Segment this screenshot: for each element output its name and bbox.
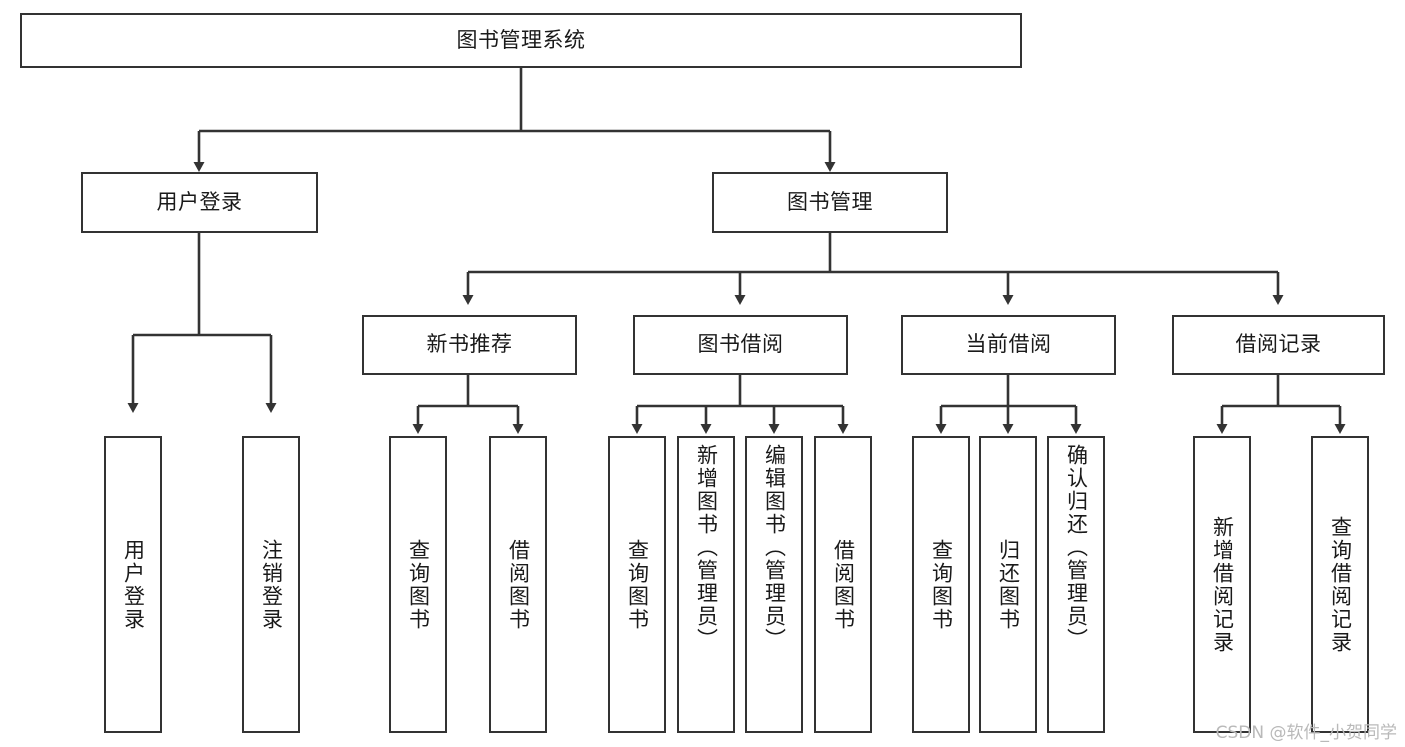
leaf-confirm-return[interactable]: 确认归还（管理员） (1047, 436, 1105, 733)
node-current-borrow[interactable]: 当前借阅 (901, 315, 1116, 375)
leaf-edit-book[interactable]: 编辑图书（管理员） (745, 436, 803, 733)
leaf-return-book-label: 归还图书 (996, 538, 1021, 631)
leaf-borrow-book-2[interactable]: 借阅图书 (814, 436, 872, 733)
node-borrow-record-label: 借阅记录 (1235, 332, 1322, 357)
node-book-borrow[interactable]: 图书借阅 (633, 315, 848, 375)
node-user-login-label: 用户登录 (156, 189, 243, 214)
node-current-borrow-label: 当前借阅 (965, 332, 1052, 357)
leaf-query-book-2-label: 查询图书 (625, 538, 650, 631)
csdn-watermark: CSDN @软件_小贺同学 (1215, 723, 1397, 743)
node-new-book-recommend-label: 新书推荐 (426, 332, 513, 357)
leaf-query-record-label: 查询借阅记录 (1328, 515, 1353, 654)
leaf-edit-book-label: 编辑图书（管理员） (762, 444, 787, 651)
leaf-query-book-3-label: 查询图书 (929, 538, 954, 631)
leaf-borrow-book-2-label: 借阅图书 (831, 538, 856, 631)
leaf-add-record-label: 新增借阅记录 (1210, 515, 1235, 654)
node-book-management[interactable]: 图书管理 (712, 172, 948, 233)
node-borrow-record[interactable]: 借阅记录 (1172, 315, 1385, 375)
leaf-user-logout-label: 注销登录 (259, 538, 284, 631)
leaf-add-record[interactable]: 新增借阅记录 (1193, 436, 1251, 733)
leaf-borrow-book-1[interactable]: 借阅图书 (489, 436, 547, 733)
leaf-query-book-1[interactable]: 查询图书 (389, 436, 447, 733)
node-root[interactable]: 图书管理系统 (20, 13, 1022, 68)
leaf-add-book[interactable]: 新增图书（管理员） (677, 436, 735, 733)
leaf-user-logout[interactable]: 注销登录 (242, 436, 300, 733)
leaf-user-login-label: 用户登录 (121, 538, 146, 631)
leaf-confirm-return-label: 确认归还（管理员） (1064, 444, 1089, 651)
leaf-borrow-book-1-label: 借阅图书 (506, 538, 531, 631)
node-book-borrow-label: 图书借阅 (697, 332, 784, 357)
node-book-management-label: 图书管理 (787, 189, 873, 214)
leaf-query-book-2[interactable]: 查询图书 (608, 436, 666, 733)
node-user-login[interactable]: 用户登录 (81, 172, 318, 233)
node-new-book-recommend[interactable]: 新书推荐 (362, 315, 577, 375)
leaf-return-book[interactable]: 归还图书 (979, 436, 1037, 733)
leaf-query-book-3[interactable]: 查询图书 (912, 436, 970, 733)
leaf-add-book-label: 新增图书（管理员） (694, 444, 719, 651)
leaf-query-record[interactable]: 查询借阅记录 (1311, 436, 1369, 733)
node-root-label: 图书管理系统 (456, 27, 586, 52)
leaf-query-book-1-label: 查询图书 (406, 538, 431, 631)
leaf-user-login[interactable]: 用户登录 (104, 436, 162, 733)
